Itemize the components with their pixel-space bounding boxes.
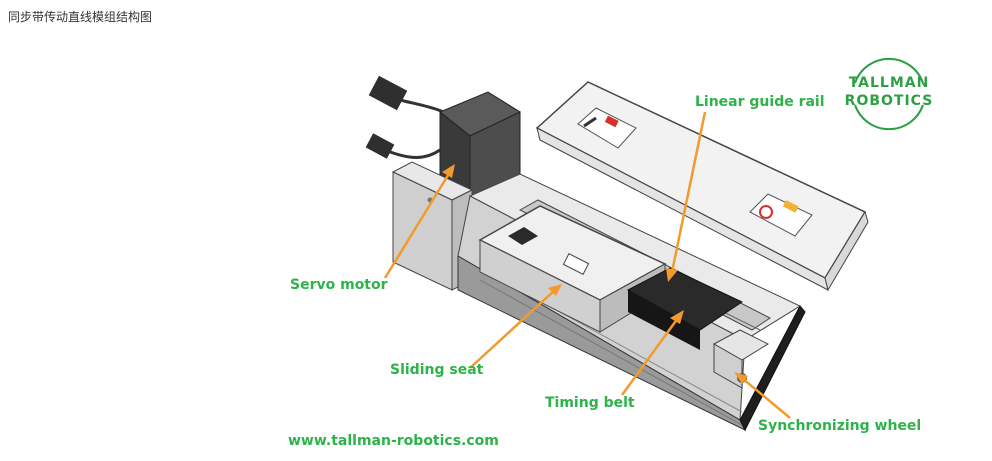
label-timing-belt: Timing belt — [545, 395, 635, 411]
website-url: www.tallman-robotics.com — [288, 433, 499, 449]
logo-line1: TALLMAN — [848, 75, 930, 91]
callout-arrows — [383, 111, 791, 419]
label-sliding-seat: Sliding seat — [390, 362, 484, 378]
label-servo-motor: Servo motor — [290, 277, 388, 293]
label-linear-guide-rail: Linear guide rail — [695, 94, 825, 110]
synchronizing-wheel-part — [712, 329, 770, 389]
logo-line2: ROBOTICS — [844, 93, 934, 109]
logo-ring-icon — [854, 57, 924, 131]
label-synchronizing-wheel: Synchronizing wheel — [758, 418, 922, 434]
cover-plate — [535, 81, 869, 292]
tallman-logo: TALLMAN ROBOTICS — [843, 53, 935, 131]
figure-caption: 同步带传动直线模组结构图 — [8, 10, 153, 24]
